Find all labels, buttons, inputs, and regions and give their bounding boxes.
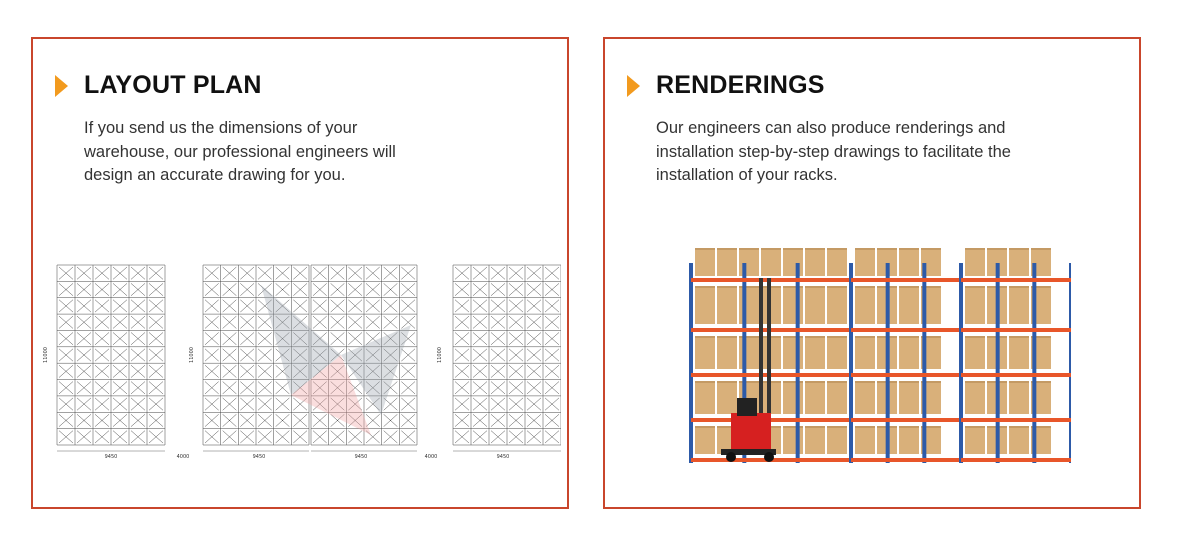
dim-height-2: 11000 (189, 347, 195, 363)
watermark-logo (261, 285, 411, 435)
dim-gap-1: 4000 (177, 454, 190, 460)
layout-plan-card: LAYOUT PLAN If you send us the dimension… (31, 37, 569, 509)
layout-plan-title: LAYOUT PLAN (84, 71, 262, 99)
renderings-description: Our engineers can also produce rendering… (656, 119, 1011, 184)
dim-height-1: 11000 (43, 347, 49, 363)
forklift-icon (721, 278, 776, 462)
layout-plan-description: If you send us the dimensions of your wa… (84, 119, 396, 184)
renderings-heading: RENDERINGS (627, 71, 825, 100)
dim-gap-2: 4000 (425, 454, 438, 460)
orange-triangle-icon (627, 74, 640, 97)
dim-width-3: 9450 (355, 454, 368, 460)
rack-block (452, 264, 561, 452)
rack-rendering-image (689, 248, 1071, 463)
dimension-labels: 9450 4000 9450 9450 4000 9450 11000 1100… (43, 347, 509, 460)
dim-width-2: 9450 (253, 454, 266, 460)
rack-block (56, 264, 166, 452)
renderings-card: RENDERINGS Our engineers can also produc… (603, 37, 1141, 509)
rack-block (202, 264, 310, 452)
dim-width-1: 9450 (105, 454, 118, 460)
orange-triangle-icon (55, 74, 68, 97)
layout-plan-heading: LAYOUT PLAN (55, 71, 262, 100)
layout-plan-drawing: 9450 4000 9450 9450 4000 9450 11000 1100… (43, 264, 561, 460)
dim-width-4: 9450 (497, 454, 510, 460)
dim-height-3: 11000 (437, 347, 443, 363)
rack-block (310, 264, 418, 452)
renderings-title: RENDERINGS (656, 71, 825, 99)
